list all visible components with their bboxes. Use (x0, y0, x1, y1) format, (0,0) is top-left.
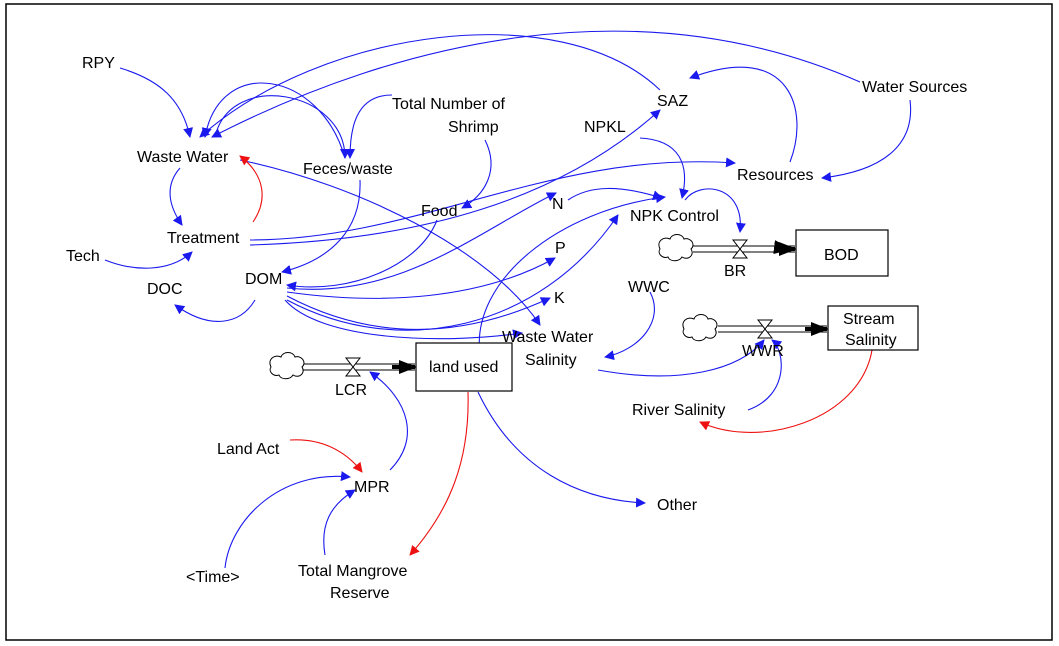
var-rpy[interactable]: RPY (82, 55, 115, 72)
stock-stream-salinity-label-line1: Stream (843, 311, 895, 328)
cloud-icon (682, 314, 718, 342)
stock-land-used-label: land used (429, 359, 498, 376)
link-npkl-npk-control (639, 137, 689, 199)
link-dom-p (286, 257, 556, 299)
link-shrimp-food (461, 139, 492, 209)
var-tech[interactable]: Tech (66, 248, 100, 265)
flow-br (693, 240, 797, 256)
link-waste-water-waste-water-salinity (239, 159, 541, 326)
link-feces-waste-water (201, 82, 346, 159)
link-shrimp-feces (345, 94, 393, 159)
link-dom-n (286, 192, 557, 290)
var-doc[interactable]: DOC (147, 281, 183, 298)
stock-stream-salinity-box[interactable] (827, 305, 919, 351)
var-total-number-shrimp-line2[interactable]: Shrimp (448, 119, 499, 136)
positive-links (104, 30, 912, 569)
diagram-frame (5, 3, 1053, 641)
link-land-act-mpr (289, 439, 363, 473)
flow-lcr-label[interactable]: LCR (335, 382, 367, 399)
link-mangrove-mpr (323, 489, 356, 556)
var-total-mangrove-reserve-line1[interactable]: Total Mangrove (298, 563, 407, 580)
link-land-used-mangrove (409, 391, 469, 556)
var-other[interactable]: Other (657, 497, 698, 514)
var-waste-water[interactable]: Waste Water (137, 149, 229, 166)
stock-bod-box[interactable] (795, 229, 889, 277)
var-waste-water-salinity-line1[interactable]: Waste Water (502, 329, 594, 346)
var-wwc[interactable]: WWC (628, 279, 670, 296)
var-water-sources[interactable]: Water Sources (862, 79, 967, 96)
link-mpr-lcr (369, 371, 408, 471)
cloud-icon (658, 234, 694, 262)
var-mpr[interactable]: MPR (354, 479, 390, 496)
flow-wwr-label[interactable]: WWR (742, 343, 784, 360)
var-waste-water-salinity-line2[interactable]: Salinity (525, 352, 577, 369)
var-p[interactable]: P (555, 240, 566, 257)
var-npkl[interactable]: NPKL (584, 119, 626, 136)
link-treatment-waste-water (239, 155, 263, 223)
var-resources[interactable]: Resources (737, 167, 813, 184)
stock-land-used-box[interactable] (415, 342, 513, 392)
var-land-act[interactable]: Land Act (217, 441, 280, 458)
link-rpy-waste-water (119, 67, 193, 138)
valve-icon (344, 357, 362, 377)
link-stream-salinity-river-salinity (699, 349, 873, 433)
cloud-icon (269, 352, 305, 380)
var-dom[interactable]: DOM (245, 271, 282, 288)
link-waste-water-feces (214, 95, 350, 159)
var-k[interactable]: K (554, 290, 565, 307)
link-resources-saz (689, 66, 798, 163)
flow-br-label[interactable]: BR (724, 263, 746, 280)
link-treatment-saz (249, 109, 661, 246)
link-land-used-n (478, 193, 666, 356)
var-n[interactable]: N (552, 196, 564, 213)
link-dom-doc (174, 299, 256, 322)
link-wwc-waste-water-salinity (604, 291, 655, 361)
link-treatment-resources (249, 157, 736, 241)
var-total-number-shrimp-line1[interactable]: Total Number of (392, 96, 505, 113)
link-dom-npk-control (286, 214, 619, 331)
negative-links (239, 155, 873, 556)
link-tech-treatment (104, 251, 193, 269)
stock-stream-salinity-label-line2: Salinity (845, 332, 897, 349)
var-time[interactable]: <Time> (186, 569, 240, 586)
link-dom-waste-water-salinity (284, 299, 523, 340)
var-treatment[interactable]: Treatment (167, 230, 240, 247)
link-saz-waste-water (199, 34, 661, 138)
link-food-dom (286, 219, 438, 292)
var-saz[interactable]: SAZ (657, 93, 688, 110)
link-waste-water-treatment (169, 167, 183, 226)
link-water-sources-resources (821, 99, 912, 182)
link-river-salinity-wwr (747, 339, 783, 411)
link-npk-control-br (684, 188, 746, 233)
var-food[interactable]: Food (421, 203, 457, 220)
valve-icon (731, 239, 749, 259)
valve-icon (756, 319, 774, 339)
link-waste-water-salinity-wwr (597, 339, 765, 377)
link-land-used-other (477, 391, 646, 508)
stock-bod-label: BOD (824, 247, 859, 264)
var-river-salinity[interactable]: River Salinity (632, 402, 725, 419)
link-water-sources-waste-water (211, 30, 861, 138)
flow-wwr (718, 322, 829, 336)
var-npk-control[interactable]: NPK Control (630, 208, 719, 225)
link-n-npk-control (567, 187, 663, 201)
link-time-mpr (224, 471, 351, 569)
link-feces-dom (281, 179, 361, 275)
var-total-mangrove-reserve-line2[interactable]: Reserve (330, 585, 390, 602)
var-feces-waste[interactable]: Feces/waste (303, 161, 393, 178)
